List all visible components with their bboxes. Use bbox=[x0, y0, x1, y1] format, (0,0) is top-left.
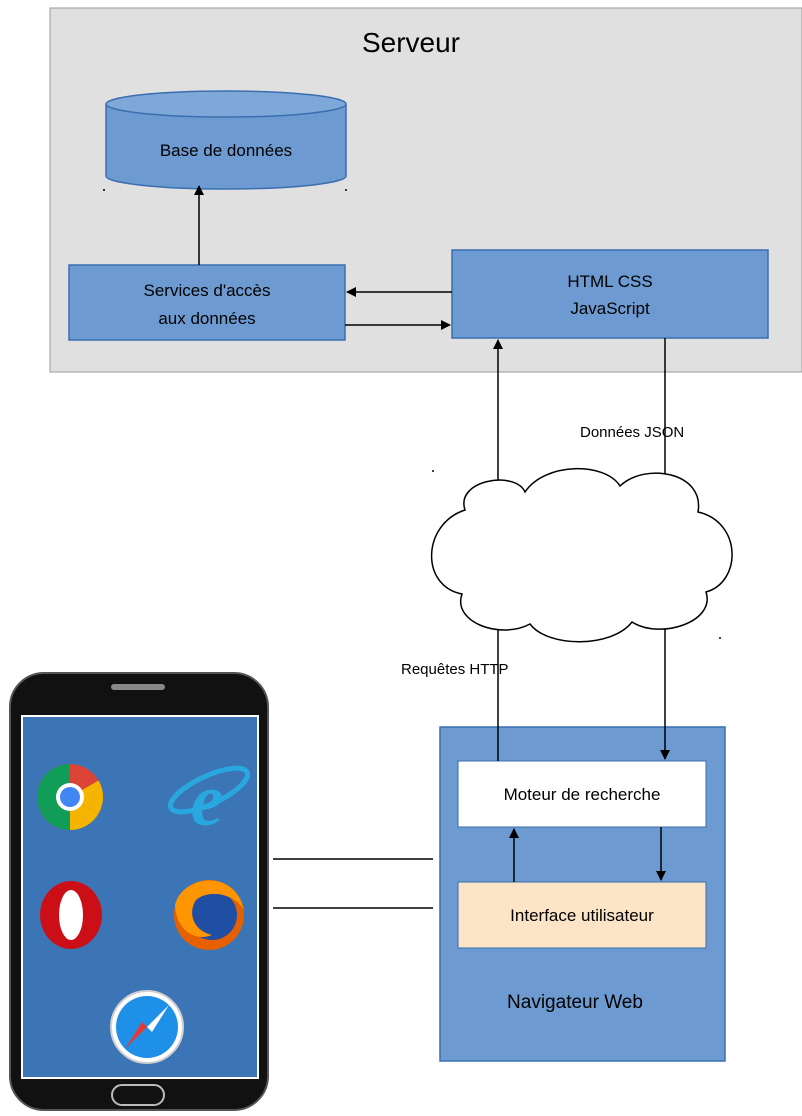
firefox-icon bbox=[174, 880, 244, 950]
chrome-icon bbox=[36, 764, 104, 831]
database-cylinder: Base de données bbox=[105, 90, 347, 190]
internet-explorer-icon: e bbox=[167, 760, 251, 842]
phone-home-button bbox=[111, 1084, 165, 1106]
smartphone: e bbox=[9, 672, 269, 1111]
front-code-line2: JavaScript bbox=[570, 299, 650, 318]
browser-container: Moteur de recherche Interface utilisateu… bbox=[439, 726, 726, 1062]
phone-speaker bbox=[111, 684, 165, 690]
browser-title: Navigateur Web bbox=[507, 992, 643, 1013]
front-code-line1: HTML CSS bbox=[567, 272, 652, 291]
user-interface-box bbox=[457, 881, 707, 949]
user-interface-label: Interface utilisateur bbox=[510, 906, 654, 925]
http-requests-label: Requêtes HTTP bbox=[401, 661, 509, 678]
search-engine-box bbox=[457, 760, 707, 828]
json-data-label: Données JSON bbox=[580, 424, 684, 441]
internet-cloud bbox=[430, 468, 733, 643]
search-engine-label: Moteur de recherche bbox=[504, 785, 661, 804]
opera-icon bbox=[40, 881, 102, 949]
data-services-line2: aux données bbox=[158, 309, 255, 328]
database-label: Base de données bbox=[160, 141, 292, 160]
safari-icon bbox=[110, 990, 184, 1064]
data-services-box: Services d'accès aux données bbox=[68, 264, 346, 341]
front-code-box: HTML CSS JavaScript bbox=[451, 249, 769, 339]
server-title: Serveur bbox=[362, 27, 460, 58]
data-services-line1: Services d'accès bbox=[143, 281, 270, 300]
